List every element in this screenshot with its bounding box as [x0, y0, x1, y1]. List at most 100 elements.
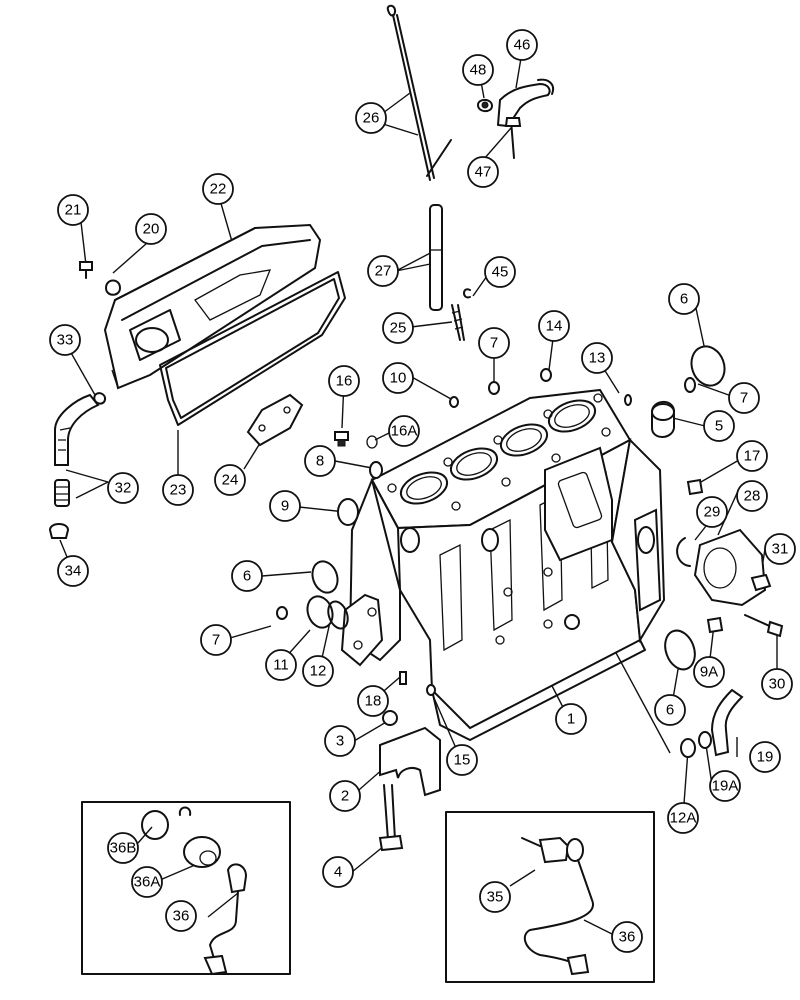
svg-text:15: 15: [454, 752, 471, 769]
callout-7-left: 7: [200, 624, 232, 656]
callout-13: 13: [581, 342, 613, 374]
svg-text:25: 25: [390, 320, 407, 337]
svg-text:16A: 16A: [391, 423, 418, 440]
svg-text:30: 30: [769, 676, 786, 693]
svg-text:22: 22: [210, 181, 227, 198]
callout-34: 34: [57, 555, 89, 587]
callout-36B: 36B: [107, 832, 139, 864]
callout-14: 14: [538, 310, 570, 342]
svg-text:36A: 36A: [134, 874, 161, 891]
callout-31: 31: [764, 533, 796, 565]
callout-22: 22: [202, 173, 234, 205]
svg-text:1: 1: [567, 711, 575, 728]
svg-text:46: 46: [514, 37, 531, 54]
inset-heater-right: [445, 811, 655, 983]
svg-text:9A: 9A: [700, 664, 718, 681]
callout-12A: 12A: [667, 802, 699, 834]
callout-28: 28: [736, 480, 768, 512]
cover-plate: [246, 393, 304, 447]
svg-text:11: 11: [273, 657, 289, 674]
svg-text:17: 17: [744, 448, 761, 465]
callout-36-right: 36: [611, 921, 643, 953]
svg-text:34: 34: [65, 563, 82, 580]
svg-text:19: 19: [757, 749, 774, 766]
callout-5: 5: [703, 410, 735, 442]
callout-17: 17: [736, 440, 768, 472]
svg-text:4: 4: [334, 864, 342, 881]
svg-text:26: 26: [363, 110, 380, 127]
svg-text:2: 2: [341, 788, 349, 805]
callout-19A: 19A: [709, 770, 741, 802]
svg-text:24: 24: [222, 472, 239, 489]
callout-27: 27: [367, 255, 399, 287]
svg-text:36B: 36B: [110, 840, 137, 857]
svg-text:33: 33: [57, 332, 74, 349]
callout-36-left: 36: [165, 900, 197, 932]
callout-16A: 16A: [388, 415, 420, 447]
svg-text:28: 28: [744, 488, 761, 505]
rocker-cover-gasket: [159, 271, 346, 426]
svg-text:7: 7: [490, 335, 498, 352]
svg-text:47: 47: [475, 164, 492, 181]
callout-47: 47: [467, 156, 499, 188]
breather-hose: [48, 392, 106, 539]
callout-20: 20: [135, 213, 167, 245]
svg-text:27: 27: [375, 263, 392, 280]
small-parts: [276, 345, 784, 852]
svg-text:7: 7: [740, 390, 748, 407]
svg-text:45: 45: [492, 264, 509, 281]
svg-text:32: 32: [115, 480, 132, 497]
callout-3: 3: [324, 725, 356, 757]
callout-29: 29: [696, 496, 728, 528]
svg-text:31: 31: [772, 541, 789, 558]
svg-text:6: 6: [243, 568, 251, 585]
callout-6-left: 6: [231, 560, 263, 592]
callout-2: 2: [329, 780, 361, 812]
callout-9A: 9A: [693, 656, 725, 688]
callout-4: 4: [322, 856, 354, 888]
svg-text:21: 21: [65, 202, 82, 219]
dipstick-assembly: [386, 4, 471, 341]
callout-30: 30: [761, 668, 793, 700]
callout-8: 8: [304, 445, 336, 477]
svg-text:6: 6: [680, 291, 688, 308]
svg-text:23: 23: [170, 482, 187, 499]
rocker-cover: [79, 223, 322, 390]
svg-text:29: 29: [704, 504, 721, 521]
svg-text:5: 5: [715, 418, 723, 435]
callout-21: 21: [57, 194, 89, 226]
svg-text:16: 16: [336, 373, 353, 390]
callout-18: 18: [357, 685, 389, 717]
svg-text:19A: 19A: [712, 778, 739, 795]
dipstick-bracket: [476, 78, 554, 159]
callout-48: 48: [462, 54, 494, 86]
svg-text:48: 48: [470, 62, 487, 79]
callout-6-right: 6: [654, 694, 686, 726]
svg-text:20: 20: [143, 221, 160, 238]
callout-32: 32: [107, 472, 139, 504]
callout-12: 12: [302, 655, 334, 687]
callout-45: 45: [484, 256, 516, 288]
callout-6-top: 6: [668, 283, 700, 315]
svg-text:35: 35: [487, 889, 504, 906]
callout-23: 23: [162, 474, 194, 506]
callout-11: 11: [265, 649, 297, 681]
cylinder-block: [340, 388, 666, 741]
callout-9: 9: [269, 490, 301, 522]
callout-46: 46: [506, 29, 538, 61]
callout-25: 25: [382, 312, 414, 344]
callout-15: 15: [446, 744, 478, 776]
svg-text:10: 10: [390, 370, 407, 387]
svg-text:13: 13: [589, 350, 606, 367]
svg-text:8: 8: [316, 453, 324, 470]
callout-35: 35: [479, 881, 511, 913]
svg-text:36: 36: [173, 908, 190, 925]
svg-text:12: 12: [310, 663, 327, 680]
callout-16: 16: [328, 365, 360, 397]
callout-36A: 36A: [131, 866, 163, 898]
callouts: 26 48 46 47 22 21 20 27 45 6 25 14 7 33 …: [49, 29, 796, 953]
callout-10: 10: [382, 362, 414, 394]
svg-text:14: 14: [546, 318, 563, 335]
